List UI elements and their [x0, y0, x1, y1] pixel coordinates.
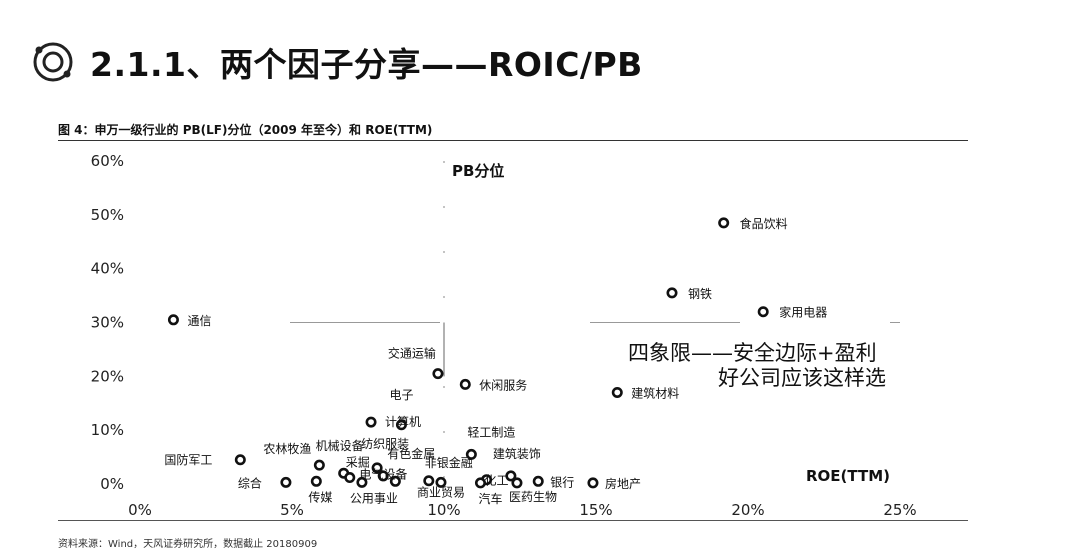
- point-label: 通信: [187, 314, 211, 328]
- data-point: [666, 287, 678, 299]
- data-point: [465, 448, 477, 460]
- data-point: [718, 217, 730, 229]
- point-label: 银行: [550, 475, 574, 489]
- data-point: [432, 368, 444, 380]
- data-point: [356, 476, 368, 488]
- data-point: [459, 378, 471, 390]
- point-label: 国防军工: [164, 452, 212, 467]
- point-label: 建筑材料: [631, 385, 679, 400]
- point-label: 综合: [238, 475, 262, 490]
- y-tick-label: 60%: [91, 152, 124, 170]
- point-label: 交通运输: [388, 346, 436, 361]
- data-point: [435, 476, 447, 488]
- data-point: [757, 306, 769, 318]
- x-tick-label: 20%: [731, 501, 764, 519]
- data-point: [365, 416, 377, 428]
- point-label: 有色金属: [387, 446, 435, 461]
- point-label: 家用电器: [779, 305, 827, 320]
- quadrant-lines: [290, 161, 900, 484]
- x-tick-label: 5%: [280, 501, 304, 519]
- point-label: 电子: [389, 388, 413, 402]
- data-point: [377, 470, 389, 482]
- data-point: [280, 476, 292, 488]
- x-tick-label: 0%: [128, 501, 152, 519]
- data-point: [611, 386, 623, 398]
- y-axis-ticks: 0% 10% 20% 30% 40% 50% 60%: [91, 152, 124, 493]
- point-label: 钢铁: [688, 287, 712, 301]
- source-note: 资料来源：Wind，天风证券研究所，数据截止 20180909: [58, 539, 318, 550]
- data-point: [313, 459, 325, 471]
- data-point: [423, 475, 435, 487]
- slide-title: 2.1.1、两个因子分享——ROIC/PB: [90, 45, 643, 84]
- x-tick-label: 25%: [883, 501, 916, 519]
- point-label: 食品饮料: [740, 216, 788, 231]
- point-label: 计算机: [385, 414, 421, 429]
- data-point: [344, 472, 356, 484]
- point-label: 休闲服务: [479, 377, 527, 392]
- y-tick-label: 10%: [91, 421, 124, 439]
- quadrant-annotation-line1: 四象限——安全边际+盈利: [628, 341, 877, 365]
- x-tick-label: 15%: [579, 501, 612, 519]
- point-label: 机械设备: [316, 438, 364, 453]
- data-point: [371, 462, 383, 474]
- y-tick-label: 30%: [91, 314, 124, 332]
- point-label: 传媒: [308, 489, 332, 504]
- y-tick-label: 40%: [91, 260, 124, 278]
- data-point: [587, 477, 599, 489]
- point-label: 纺织服装: [361, 437, 409, 451]
- slide-header: 2.1.1、两个因子分享——ROIC/PB: [30, 38, 643, 86]
- x-tick-label: 10%: [427, 501, 460, 519]
- point-label: 汽车: [478, 491, 502, 506]
- point-label: 轻工制造: [467, 425, 515, 439]
- point-label: 非银金融: [425, 455, 473, 470]
- footer-divider: [58, 520, 968, 521]
- point-label: 公用事业: [350, 491, 398, 505]
- data-point: [505, 470, 517, 482]
- data-point: [511, 477, 523, 489]
- y-tick-label: 50%: [91, 206, 124, 224]
- data-point: [167, 314, 179, 326]
- data-point: [234, 454, 246, 466]
- point-label: 电气设备: [359, 466, 407, 481]
- point-label: 化工: [485, 474, 509, 488]
- point-label: 采掘: [346, 455, 370, 470]
- data-point: [310, 475, 322, 487]
- data-point: [532, 475, 544, 487]
- orbit-logo-icon: [33, 42, 73, 82]
- point-label: 医药生物: [509, 490, 557, 504]
- data-point: [389, 475, 401, 487]
- x-axis-title: ROE(TTM): [806, 467, 890, 485]
- point-label: 建筑装饰: [493, 446, 541, 461]
- quadrant-annotation-line2: 好公司应该这样选: [718, 366, 886, 390]
- y-tick-label: 20%: [91, 367, 124, 385]
- y-axis-title: PB分位: [452, 162, 504, 180]
- data-point: [474, 477, 486, 489]
- point-labels: 食品饮料钢铁家用电器通信交通运输休闲服务建筑材料计算机 电子国防军工 农林牧渔机械设…: [164, 216, 827, 506]
- x-axis-ticks: 0% 5% 10% 15% 20% 25%: [128, 501, 917, 519]
- point-label: 房地产: [605, 476, 641, 491]
- data-points: [167, 217, 769, 489]
- y-tick-label: 0%: [100, 475, 124, 493]
- figure-caption: 图 4：申万一级行业的 PB(LF)分位（2009 年至今）和 ROE(TTM): [58, 123, 433, 137]
- data-point: [395, 419, 407, 431]
- point-label: 农林牧渔: [263, 442, 311, 456]
- caption-divider: [58, 140, 968, 141]
- point-label: 商业贸易: [417, 484, 465, 499]
